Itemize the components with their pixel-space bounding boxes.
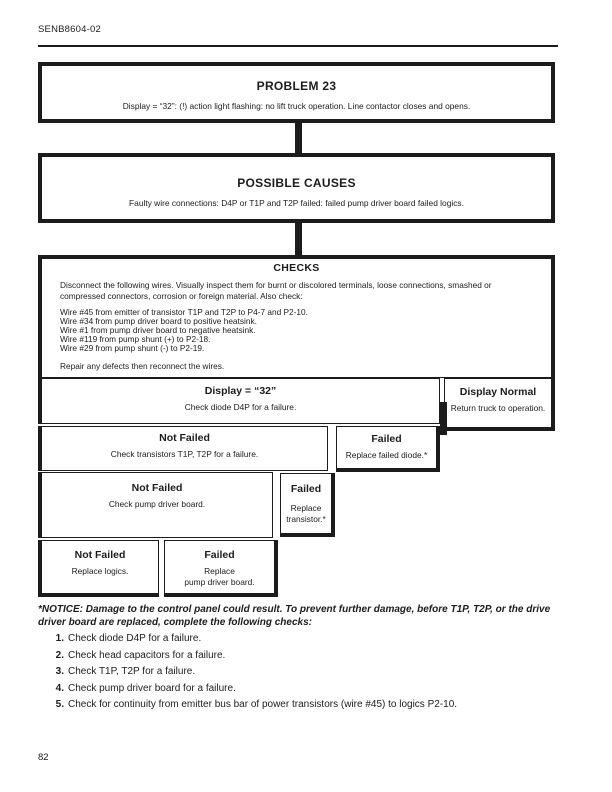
problem-description: Display = “32”: (!) action light flashin… — [122, 101, 471, 111]
display-32-text: Check diode D4P for a failure. — [184, 402, 297, 412]
step4-not-failed-text: Replace logics. — [71, 566, 129, 576]
display-32-title: Display = “32” — [204, 385, 277, 397]
step2-failed-title: Failed — [371, 433, 402, 445]
step3-failed-text: Replace transistor.* — [286, 503, 326, 524]
check-item-number: 1. — [55, 633, 64, 644]
display-normal-title: Display Normal — [459, 386, 537, 398]
display-normal-text: Return truck to operation. — [450, 403, 546, 413]
checks-outro: Repair any defects then reconnect the wi… — [60, 361, 225, 371]
wire-item: Wire #1 from pump driver board to negati… — [60, 325, 256, 335]
check-list-item: 2. Check head capacitors for a failure. — [38, 650, 558, 661]
step3-failed-box: Failed Replace transistor.* — [280, 473, 335, 537]
check-item-number: 5. — [55, 699, 64, 710]
display-normal-box: Display Normal Return truck to operation… — [444, 378, 555, 431]
check-list-item: 4. Check pump driver board for a failure. — [38, 683, 558, 694]
wire-item: Wire #45 from emitter of transistor T1P … — [60, 307, 308, 317]
page-number: 82 — [38, 752, 49, 763]
wire-item: Wire #29 from pump shunt (-) to P2-19. — [60, 343, 205, 353]
step2-not-failed-box: Not Failed Check transistors T1P, T2P fo… — [38, 426, 328, 471]
step4-failed-title: Failed — [204, 549, 235, 561]
problem-title: PROBLEM 23 — [256, 79, 337, 93]
step4-not-failed-title: Not Failed — [74, 549, 126, 561]
check-item-number: 3. — [55, 666, 64, 677]
notice-text: *NOTICE: Damage to the control panel cou… — [38, 604, 551, 628]
possible-causes-title: POSSIBLE CAUSES — [237, 176, 356, 190]
possible-causes-description: Faulty wire connections: D4P or T1P and … — [129, 198, 464, 208]
step3-failed-title: Failed — [290, 483, 322, 495]
step3-not-failed-title: Not Failed — [131, 482, 183, 494]
step4-not-failed-box: Not Failed Replace logics. — [38, 540, 159, 597]
step3-not-failed-box: Not Failed Check pump driver board. — [38, 472, 273, 538]
step2-not-failed-title: Not Failed — [159, 432, 210, 444]
problem-box: PROBLEM 23 Display = “32”: (!) action li… — [38, 62, 555, 123]
checks-wire-list: Wire #45 from emitter of transistor T1P … — [60, 308, 527, 353]
check-item-text: Check head capacitors for a failure. — [68, 649, 226, 661]
step2-not-failed-text: Check transistors T1P, T2P for a failure… — [110, 449, 259, 459]
check-item-text: Check pump driver board for a failure. — [68, 682, 236, 694]
check-item-text: Check for continuity from emitter bus ba… — [68, 699, 458, 710]
document-code: SENB8604-02 — [38, 24, 101, 35]
step2-failed-text: Replace failed diode.* — [345, 450, 428, 460]
check-item-text: Check diode D4P for a failure. — [68, 633, 202, 644]
wire-item: Wire #119 from pump shunt (+) to P2-18. — [60, 334, 211, 344]
check-item-text: Check T1P, T2P for a failure. — [68, 666, 196, 677]
flow-connector — [295, 120, 302, 156]
header-rule — [38, 45, 558, 47]
notice-check-list: 1. Check diode D4P for a failure. 2. Check… — [38, 633, 558, 716]
checks-intro: Disconnect the following wires. Visually… — [60, 280, 492, 301]
checks-title: CHECKS — [273, 262, 320, 274]
check-item-number: 2. — [55, 649, 64, 661]
check-item-number: 4. — [55, 682, 64, 694]
flow-connector — [295, 220, 302, 258]
check-list-item: 3. Check T1P, T2P for a failure. — [38, 666, 558, 677]
step4-failed-box: Failed Replace pump driver board. — [164, 540, 278, 597]
wire-item: Wire #34 from pump driver board to posit… — [60, 316, 257, 326]
flowchart-corner-bar — [440, 402, 447, 435]
display-32-box: Display = “32” Check diode D4P for a fai… — [38, 378, 440, 424]
step4-failed-text: Replace pump driver board. — [184, 566, 255, 587]
step3-not-failed-text: Check pump driver board. — [108, 499, 206, 509]
check-list-item: 5. Check for continuity from emitter bus … — [38, 699, 558, 710]
step2-failed-box: Failed Replace failed diode.* — [336, 426, 440, 472]
check-list-item: 1. Check diode D4P for a failure. — [38, 633, 558, 644]
possible-causes-box: POSSIBLE CAUSES Faulty wire connections:… — [38, 153, 555, 223]
checks-box: CHECKS Disconnect the following wires. V… — [38, 255, 555, 378]
